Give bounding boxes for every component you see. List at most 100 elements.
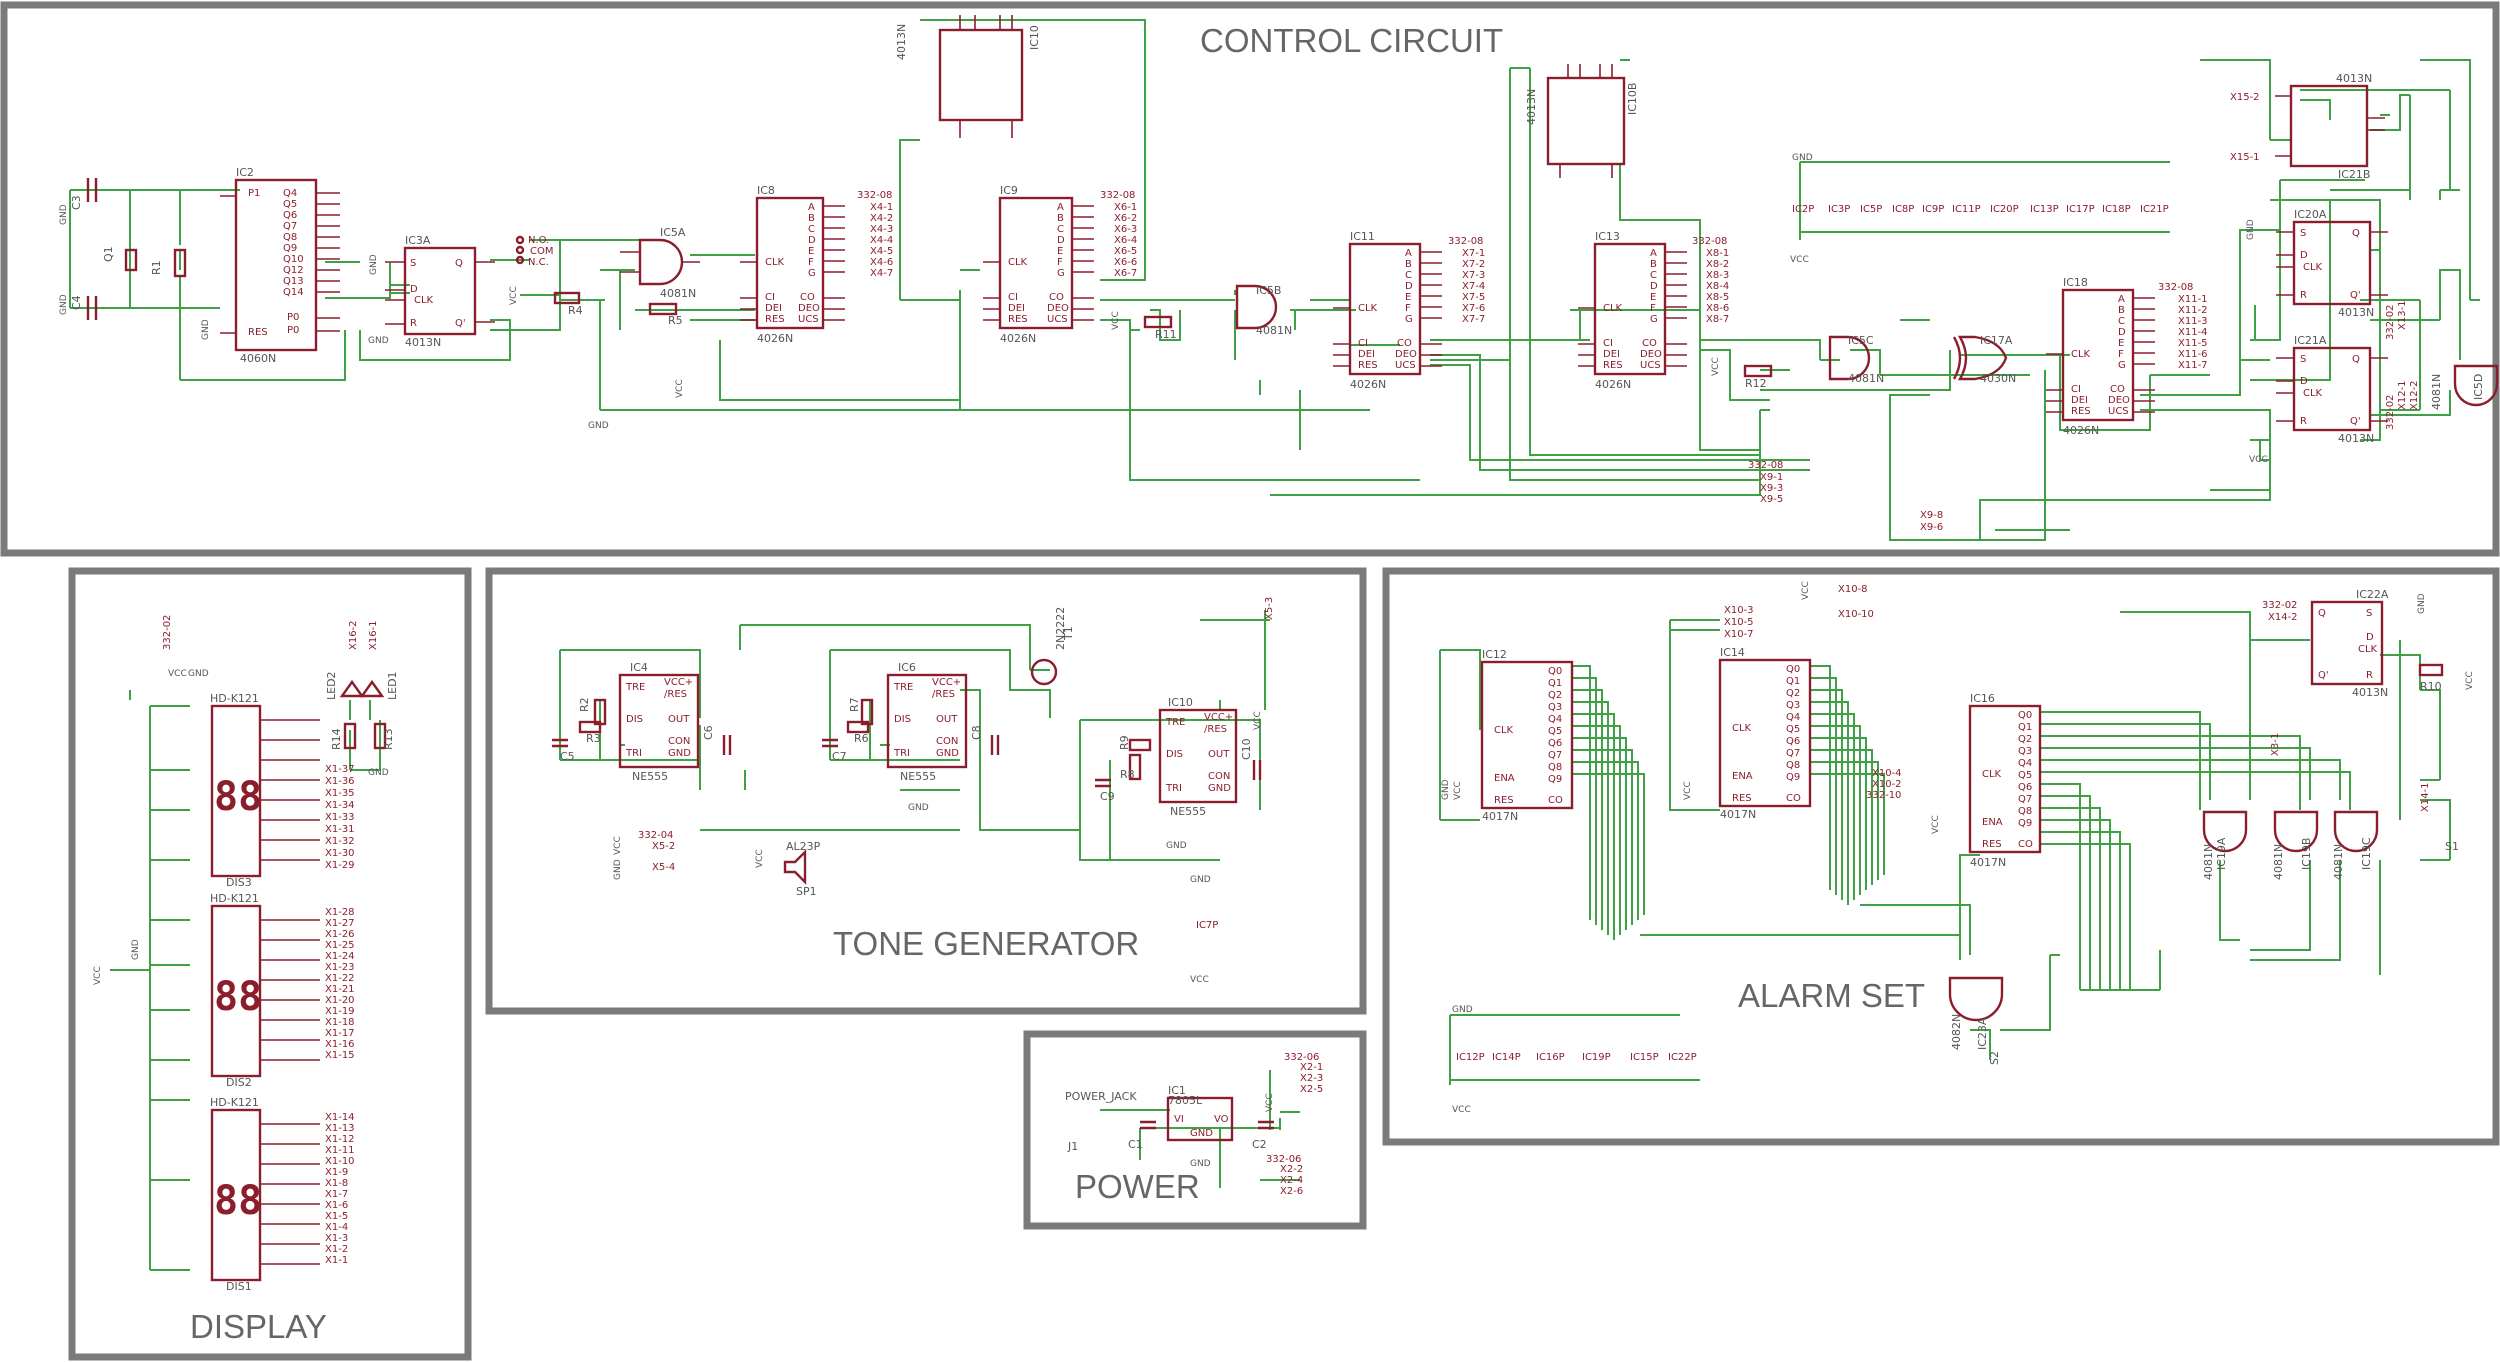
svg-text:Q8: Q8 xyxy=(283,232,297,243)
svg-text:X5-2: X5-2 xyxy=(652,841,675,852)
svg-text:IC21A: IC21A xyxy=(2294,334,2327,347)
svg-text:IC14P: IC14P xyxy=(1492,1052,1521,1063)
svg-text:X8-7: X8-7 xyxy=(1706,314,1729,325)
svg-text:CLK: CLK xyxy=(1732,723,1752,734)
svg-text:X1-24: X1-24 xyxy=(325,951,355,962)
svg-text:CLK: CLK xyxy=(1603,303,1623,314)
svg-text:4013N: 4013N xyxy=(2352,686,2388,699)
svg-text:CI: CI xyxy=(1358,338,1368,349)
svg-text:IC7P: IC7P xyxy=(1196,920,1218,931)
ic3a-flipflop: IC3A 4013N S D CLK R Q Q' xyxy=(385,234,495,349)
svg-text:DEO: DEO xyxy=(2108,395,2130,406)
svg-text:IC5A: IC5A xyxy=(660,226,686,239)
svg-text:DIS: DIS xyxy=(1166,749,1183,760)
svg-text:4026N: 4026N xyxy=(1350,378,1386,391)
svg-text:Q14: Q14 xyxy=(283,287,304,298)
svg-text:4026N: 4026N xyxy=(1000,332,1036,345)
svg-text:Q0: Q0 xyxy=(1786,664,1800,675)
tone-generator-frame xyxy=(485,567,1367,1015)
svg-text:Q0: Q0 xyxy=(1548,666,1562,677)
svg-text:VCC: VCC xyxy=(1683,781,1693,800)
svg-text:E: E xyxy=(2118,338,2124,349)
svg-text:HD-K121: HD-K121 xyxy=(210,892,259,905)
svg-text:OUT: OUT xyxy=(936,714,958,725)
svg-text:E: E xyxy=(808,246,814,257)
svg-text:GND: GND xyxy=(1792,153,1813,163)
svg-text:E: E xyxy=(1405,292,1411,303)
svg-text:Q1: Q1 xyxy=(102,246,115,262)
resistor-r5: R5 xyxy=(648,302,683,327)
svg-text:Q5: Q5 xyxy=(2018,770,2032,781)
svg-text:TRI: TRI xyxy=(1165,783,1182,794)
svg-text:X11-1: X11-1 xyxy=(2178,294,2208,305)
svg-text:Q: Q xyxy=(2352,228,2360,239)
svg-text:SP1: SP1 xyxy=(796,885,817,898)
svg-text:IC19B: IC19B xyxy=(2300,838,2313,870)
svg-text:IC5C: IC5C xyxy=(1848,334,1874,347)
ic13-counter: IC13 4026N CLK CI DEI RES A B C D E F G … xyxy=(1578,230,1687,391)
svg-text:D: D xyxy=(1405,281,1413,292)
svg-text:A: A xyxy=(1405,248,1412,259)
svg-text:4081N: 4081N xyxy=(2430,374,2443,410)
svg-text:RES: RES xyxy=(1358,360,1378,371)
ic8-counter: IC8 4026N CLK CI DEI RES A B C D E F G C… xyxy=(740,184,845,345)
svg-text:X10-8: X10-8 xyxy=(1838,584,1868,595)
svg-text:2N2222: 2N2222 xyxy=(1054,607,1067,650)
svg-text:LED1: LED1 xyxy=(386,671,399,700)
power-title: POWER xyxy=(1075,1168,1200,1205)
ic21a-flipflop: IC21A 4013N S D CLK R Q Q' xyxy=(2276,334,2388,445)
svg-text:A: A xyxy=(1650,248,1657,259)
svg-text:X2-4: X2-4 xyxy=(1280,1175,1303,1186)
svg-text:Q: Q xyxy=(455,258,463,269)
svg-text:IC13: IC13 xyxy=(1595,230,1620,243)
svg-text:X15-1: X15-1 xyxy=(2230,152,2260,163)
svg-text:X12-2: X12-2 xyxy=(2409,380,2420,410)
svg-text:Q13: Q13 xyxy=(283,276,304,287)
svg-text:X11-4: X11-4 xyxy=(2178,327,2208,338)
svg-text:GND: GND xyxy=(613,859,623,880)
svg-text:CLK: CLK xyxy=(2358,644,2378,655)
svg-text:OUT: OUT xyxy=(1208,749,1230,760)
ic5c-and-gate: IC5C 4081N xyxy=(1828,334,1884,385)
svg-text:UCS: UCS xyxy=(1047,314,1068,325)
svg-text:Q0: Q0 xyxy=(2018,710,2032,721)
svg-text:Q3: Q3 xyxy=(2018,746,2032,757)
svg-text:GND: GND xyxy=(1190,1128,1213,1139)
svg-text:UCS: UCS xyxy=(2108,406,2129,417)
tone-generator-title: TONE GENERATOR xyxy=(833,925,1139,962)
svg-text:VCC: VCC xyxy=(755,849,765,868)
svg-text:Q4: Q4 xyxy=(283,188,297,199)
svg-text:D: D xyxy=(1650,281,1658,292)
svg-text:P0: P0 xyxy=(287,325,299,336)
svg-text:A: A xyxy=(1057,202,1064,213)
svg-text:X9-8: X9-8 xyxy=(1920,510,1943,521)
svg-text:X12-1: X12-1 xyxy=(2397,380,2408,410)
svg-text:Q9: Q9 xyxy=(283,243,297,254)
svg-text:88: 88 xyxy=(214,1178,262,1224)
svg-text:VCC: VCC xyxy=(2465,671,2475,690)
svg-text:IC4: IC4 xyxy=(630,661,648,674)
svg-text:Q12: Q12 xyxy=(283,265,304,276)
connectors-x8: 332-08 X8-1 X8-2 X8-3 X8-4 X8-5 X8-6 X8-… xyxy=(1692,236,1729,325)
tone-wires xyxy=(559,610,1270,861)
svg-text:OUT: OUT xyxy=(668,714,690,725)
svg-text:IC20P: IC20P xyxy=(1990,204,2019,215)
svg-text:X6-4: X6-4 xyxy=(1114,235,1137,246)
control-wires xyxy=(69,19,2480,541)
svg-text:X1-37: X1-37 xyxy=(325,764,355,775)
svg-text:A: A xyxy=(808,202,815,213)
svg-text:IC19A: IC19A xyxy=(2215,837,2228,870)
crystal-q1: Q1 xyxy=(102,246,138,272)
resistor-r11: R11 xyxy=(1143,315,1177,341)
svg-text:4017N: 4017N xyxy=(1720,808,1756,821)
svg-text:Q5: Q5 xyxy=(1548,726,1562,737)
svg-text:P1: P1 xyxy=(248,188,260,199)
svg-text:ENA: ENA xyxy=(1732,771,1753,782)
svg-text:VI: VI xyxy=(1174,1114,1184,1125)
svg-text:R11: R11 xyxy=(1155,328,1177,341)
svg-text:Q4: Q4 xyxy=(1548,714,1562,725)
svg-text:Q3: Q3 xyxy=(1786,700,1800,711)
svg-text:S: S xyxy=(2300,228,2306,239)
svg-text:Q10: Q10 xyxy=(283,254,304,265)
svg-text:X4-3: X4-3 xyxy=(870,224,893,235)
